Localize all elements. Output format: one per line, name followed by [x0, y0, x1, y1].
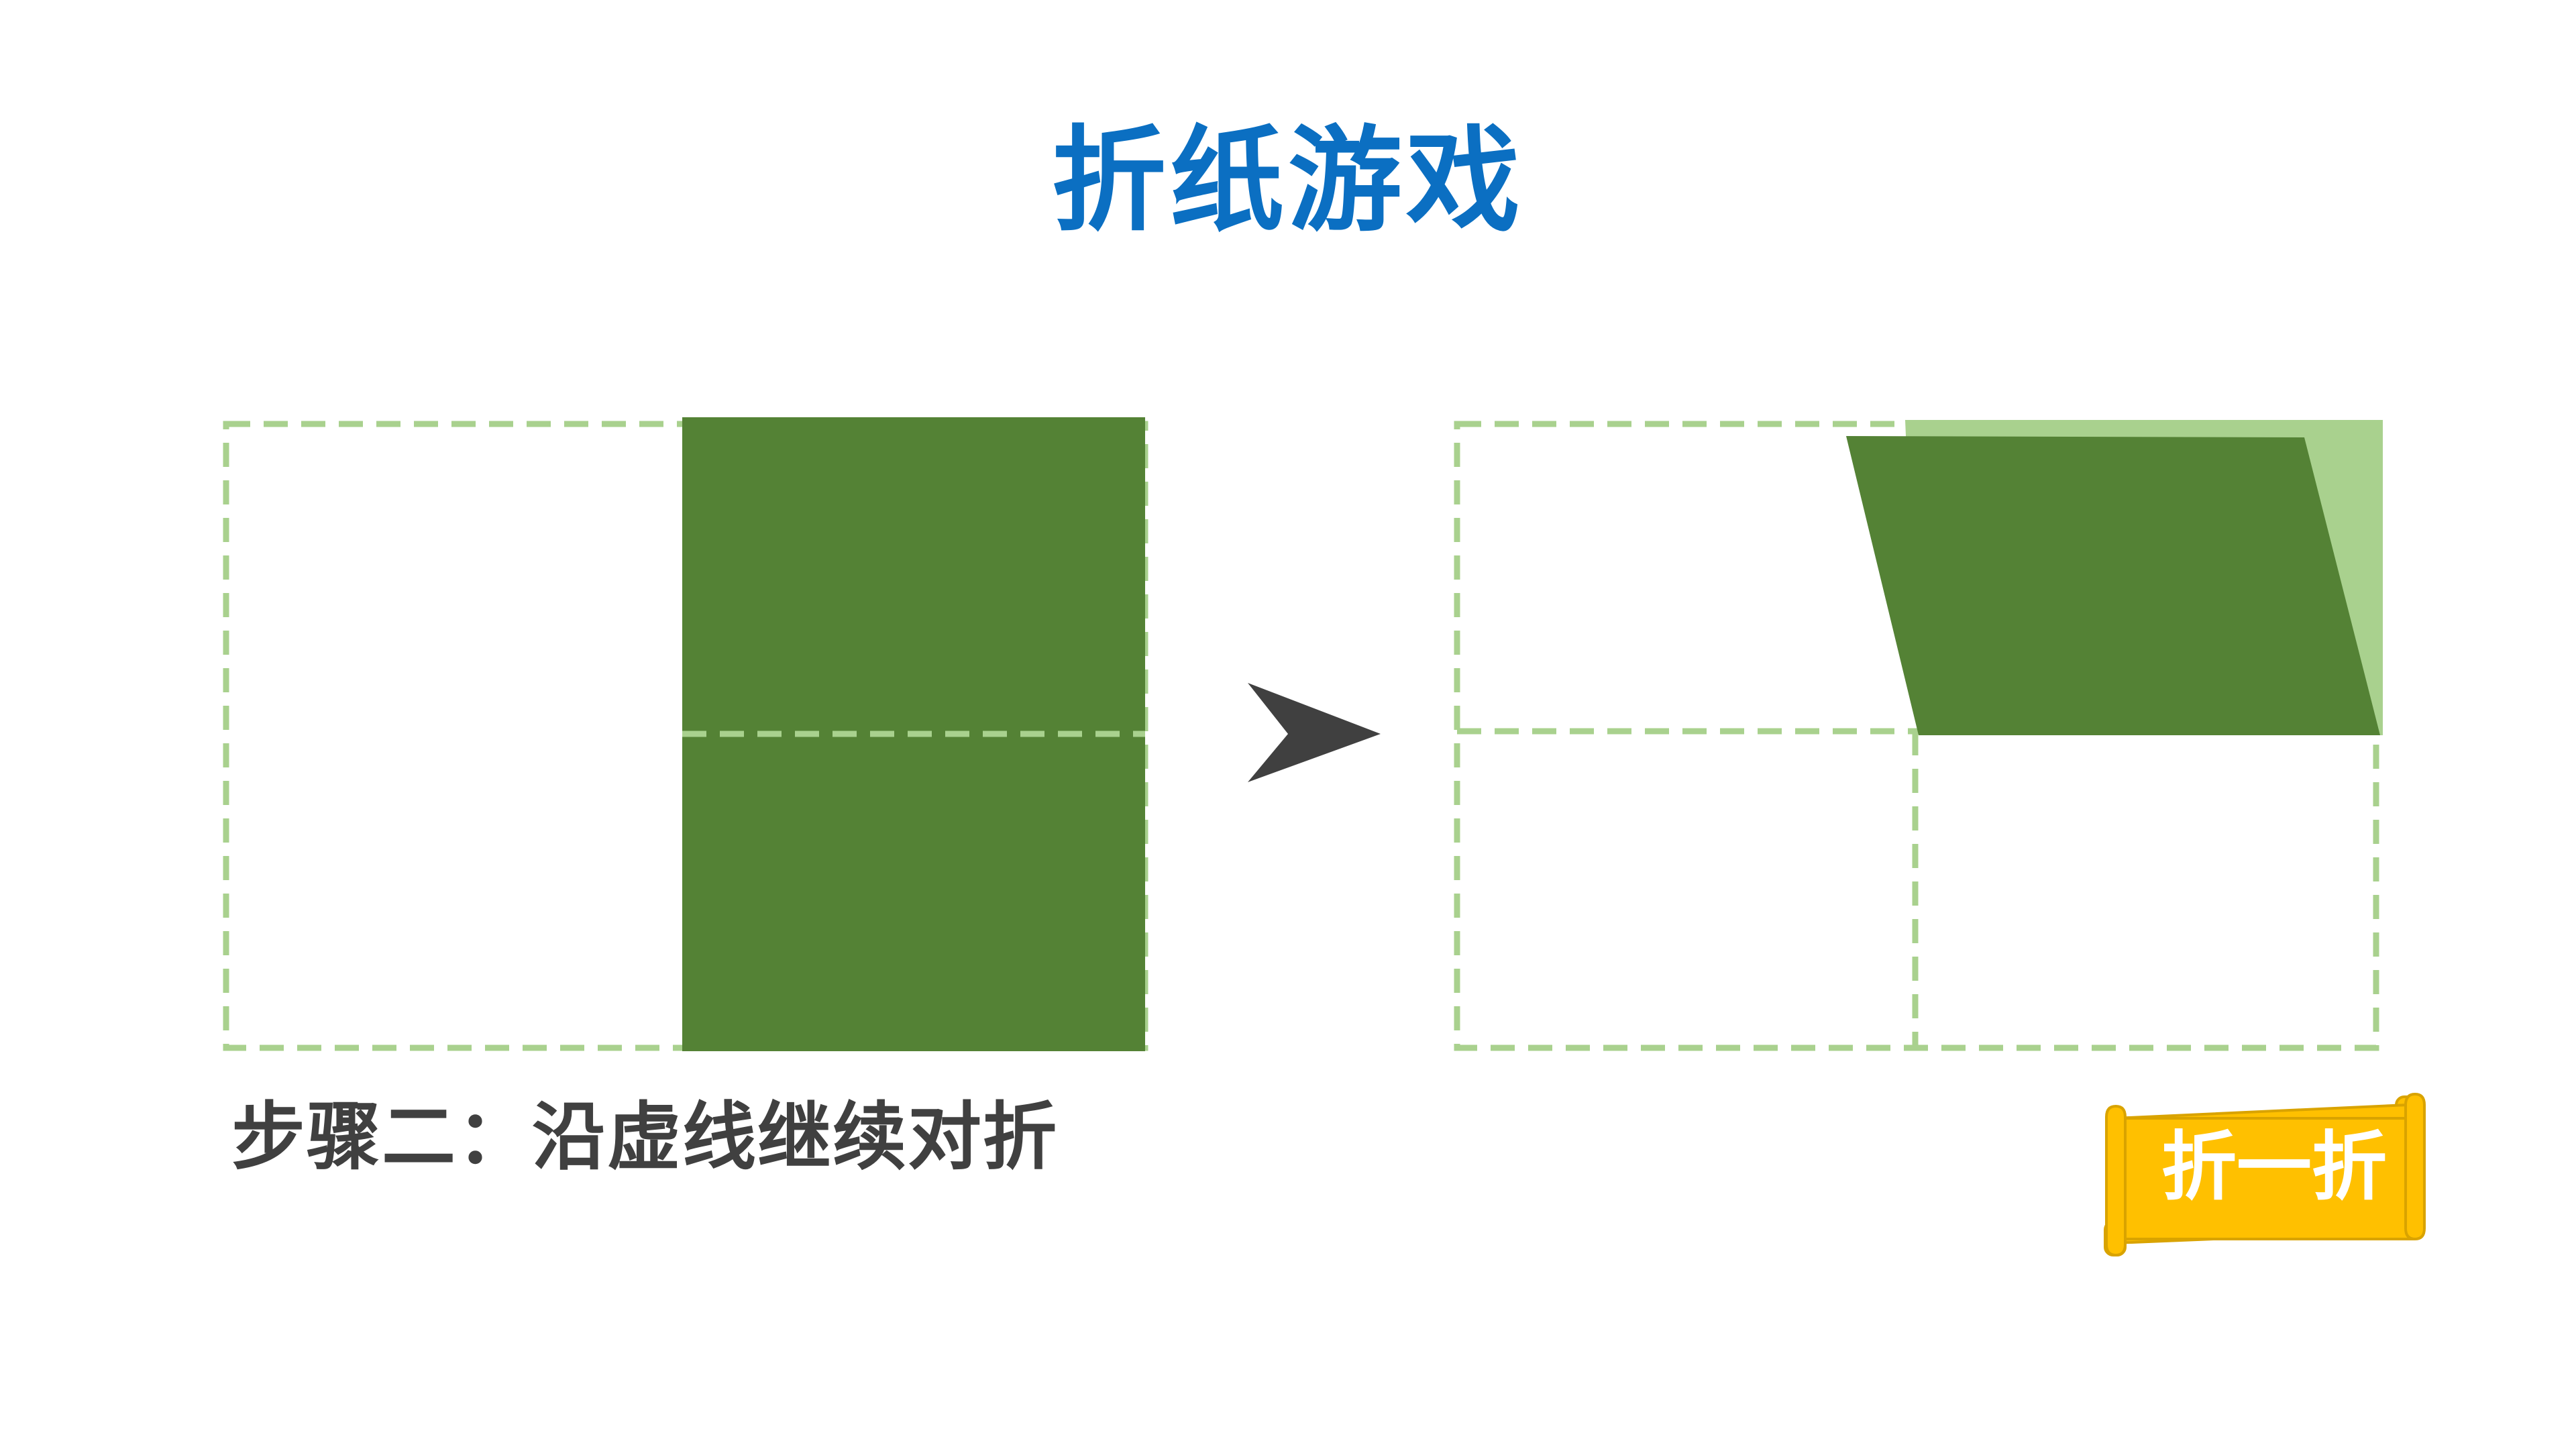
- fold-button[interactable]: 折一折: [2093, 1090, 2442, 1261]
- step-caption: 步骤二：沿虚线继续对折: [231, 1094, 1058, 1180]
- page-title: 折纸游戏: [1051, 115, 1524, 248]
- scroll-banner-icon: [2104, 1092, 2426, 1257]
- folding-flap-front: [1846, 436, 2380, 735]
- before-fold-panel: [223, 417, 1148, 1051]
- arrow-right-icon: [1248, 683, 1381, 782]
- after-fold-panel: [1454, 420, 2383, 1051]
- fold-button-label: 折一折: [2161, 1124, 2387, 1211]
